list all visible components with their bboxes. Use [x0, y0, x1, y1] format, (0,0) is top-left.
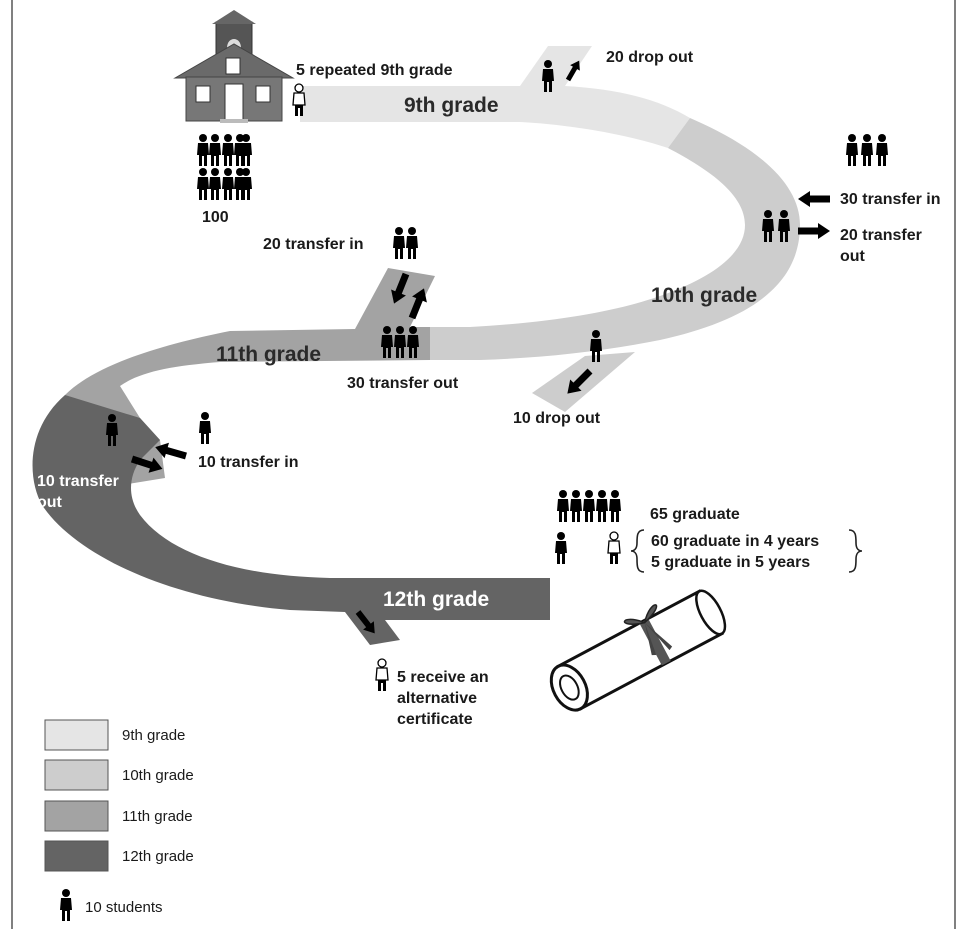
start-count-label: 100: [202, 209, 229, 226]
transfer-in-10th-label: 30 transfer in: [840, 191, 940, 208]
legend-label-10th: 10th grade: [122, 767, 194, 784]
transfer-out-10th-arrow-icon: [798, 223, 830, 239]
transfer-out-12th-label-1: 10 transfer: [37, 473, 119, 490]
legend-label-11th: 11th grade: [122, 808, 193, 825]
drop-9th-label: 20 drop out: [606, 49, 694, 66]
transfer-in-10th-arrow-icon: [798, 191, 830, 207]
alt-cert-label-3: certificate: [397, 711, 473, 728]
graduate-5yr-label: 5 graduate in 5 years: [651, 554, 810, 571]
transfer-in-12th-label: 10 transfer in: [198, 454, 298, 471]
graduate-total-label: 65 graduate: [650, 506, 740, 523]
legend-swatch-10th: [44, 759, 109, 791]
graduate-5yr-person-icon: [607, 531, 621, 565]
alt-cert-label-2: alternative: [397, 690, 477, 707]
legend-swatch-12th: [44, 840, 109, 872]
transfer-in-10th-people: [846, 134, 888, 166]
transfer-out-10th-label-2: out: [840, 248, 866, 265]
grade-10-label: 10th grade: [651, 284, 757, 307]
legend-swatch-11th: [44, 800, 109, 832]
drop-10th-label: 10 drop out: [513, 410, 601, 427]
legend-swatch-9th: [44, 719, 109, 751]
transfer-in-11th-people: [393, 227, 418, 259]
transfer-out-10th-label-1: 20 transfer: [840, 227, 922, 244]
left-brace: [630, 529, 645, 573]
legend-label-12th: 12th grade: [122, 848, 194, 865]
grade-12-label: 12th grade: [383, 588, 489, 611]
legend: 9th grade 10th grade 11th grade 12th gra…: [44, 719, 194, 921]
right-brace: [848, 529, 863, 573]
legend-label-9th: 9th grade: [122, 727, 185, 744]
graduate-4yr-label: 60 graduate in 4 years: [651, 533, 819, 550]
transfer-in-12th-person-icon: [199, 412, 211, 444]
start-group-people: [197, 134, 252, 200]
school-house-icon: [173, 10, 295, 123]
diploma-scroll-icon: [549, 589, 727, 712]
alt-cert-person-icon: [375, 658, 389, 692]
repeated-9th-label: 5 repeated 9th grade: [296, 62, 453, 79]
transfer-in-11th-label: 20 transfer in: [263, 236, 363, 253]
alt-cert-label-1: 5 receive an: [397, 669, 489, 686]
transfer-out-12th-label-2: out: [37, 494, 63, 511]
legend-person-label: 10 students: [85, 899, 163, 916]
band-9th-grade: [300, 46, 690, 148]
transfer-out-11th-label: 30 transfer out: [347, 375, 459, 392]
grade-11-label: 11th grade: [216, 343, 321, 366]
band-12th-grade: [32, 395, 550, 645]
legend-person-icon: [60, 889, 72, 921]
grade-9-label: 9th grade: [404, 94, 499, 117]
band-10th-grade: [430, 118, 800, 360]
